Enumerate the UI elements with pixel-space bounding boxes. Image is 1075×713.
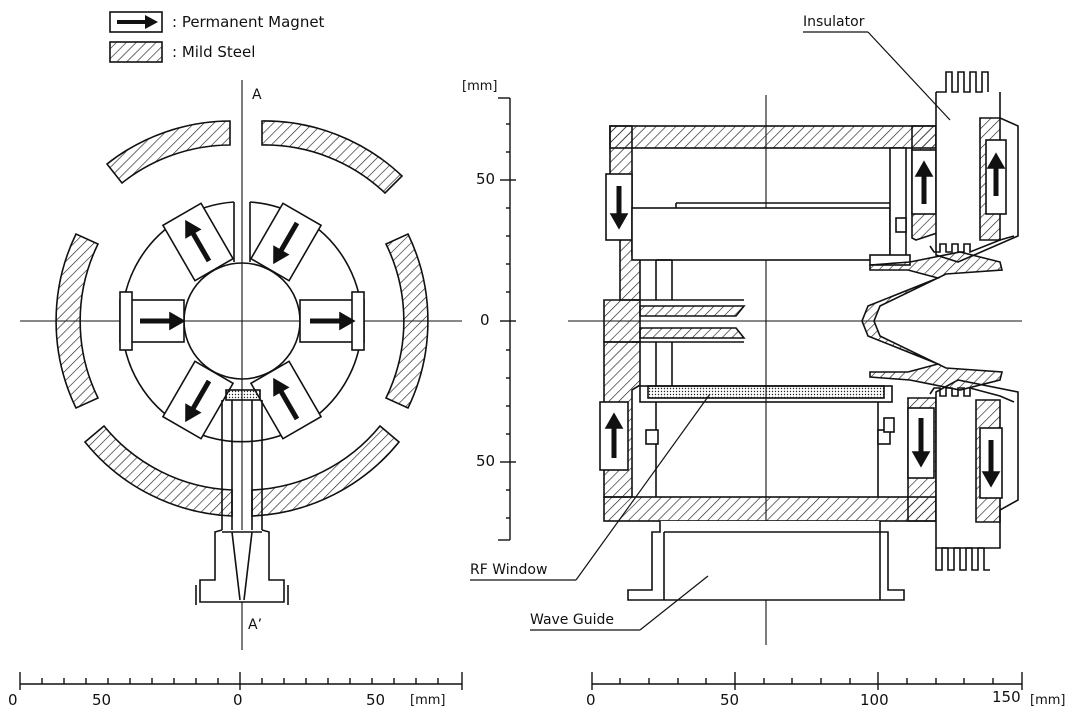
left-scale-bar bbox=[19, 672, 463, 690]
waveguide-stem bbox=[195, 400, 289, 605]
left-scale-tick-50b: 50 bbox=[366, 691, 386, 709]
outer-steel-left bbox=[55, 232, 100, 410]
magnet-far-right-upper bbox=[985, 139, 1007, 215]
wave-guide-label: Wave Guide bbox=[530, 612, 614, 628]
outer-steel-top-left bbox=[105, 120, 231, 185]
left-scale-unit: [mm] bbox=[410, 693, 446, 708]
insulator-label: Insulator bbox=[803, 14, 865, 30]
left-scale-tick-0b: 0 bbox=[233, 691, 243, 709]
magnet-right-inner-upper bbox=[911, 149, 937, 215]
wave-guide-flange bbox=[627, 521, 905, 601]
left-scale-tick-50a: 50 bbox=[92, 691, 112, 709]
magnet-right-inner-lower bbox=[907, 407, 935, 479]
right-scale-unit: [mm] bbox=[1030, 693, 1066, 708]
rf-window bbox=[647, 385, 885, 399]
magnet-bottom-right bbox=[249, 360, 323, 440]
outer-steel-top-right bbox=[261, 120, 404, 195]
vertical-scale-unit: [mm] bbox=[462, 79, 498, 94]
rf-window-left bbox=[225, 389, 261, 401]
legend bbox=[109, 11, 163, 63]
vertical-scale-bar bbox=[498, 97, 516, 541]
outer-steel-bottom-left bbox=[83, 424, 233, 517]
magnet-bottom-left bbox=[161, 360, 235, 440]
right-scale-bar bbox=[591, 672, 1023, 690]
magnet-left bbox=[119, 291, 186, 351]
steel-left-mid bbox=[603, 299, 641, 343]
magnet-top-left bbox=[161, 202, 235, 282]
legend-steel-label: : Mild Steel bbox=[172, 43, 256, 61]
vertical-tick-50-bottom: 50 bbox=[476, 452, 496, 470]
magnet-top-right bbox=[249, 202, 323, 282]
section-label-a: A bbox=[252, 87, 262, 103]
legend-magnet-label: : Permanent Magnet bbox=[172, 13, 325, 31]
section-label-a-prime: A’ bbox=[248, 617, 263, 633]
right-longitudinal-section bbox=[470, 31, 1022, 645]
left-scale-tick-0: 0 bbox=[8, 691, 18, 709]
legend-steel-swatch bbox=[109, 41, 163, 63]
right-scale-tick-50: 50 bbox=[720, 691, 740, 709]
magnet-left-lower bbox=[599, 401, 629, 471]
magnet-far-right-lower bbox=[979, 427, 1003, 499]
steel-top bbox=[609, 125, 937, 149]
vertical-tick-50-top: 50 bbox=[476, 170, 496, 188]
left-cross-section bbox=[20, 80, 462, 650]
right-scale-tick-150: 150 bbox=[992, 688, 1021, 706]
right-scale-tick-100: 100 bbox=[860, 691, 889, 709]
collector-conductor bbox=[861, 251, 1004, 391]
insulator-assembly bbox=[861, 71, 1019, 571]
magnet-left-upper bbox=[605, 173, 633, 241]
vertical-tick-0: 0 bbox=[480, 311, 490, 329]
outer-steel-right bbox=[384, 232, 429, 410]
rf-window-label: RF Window bbox=[470, 562, 548, 578]
steel-bottom bbox=[603, 496, 937, 522]
inner-yoke bbox=[121, 201, 363, 443]
outer-steel-bottom-right bbox=[251, 424, 401, 517]
magnet-right bbox=[299, 291, 365, 351]
right-scale-tick-0: 0 bbox=[586, 691, 596, 709]
